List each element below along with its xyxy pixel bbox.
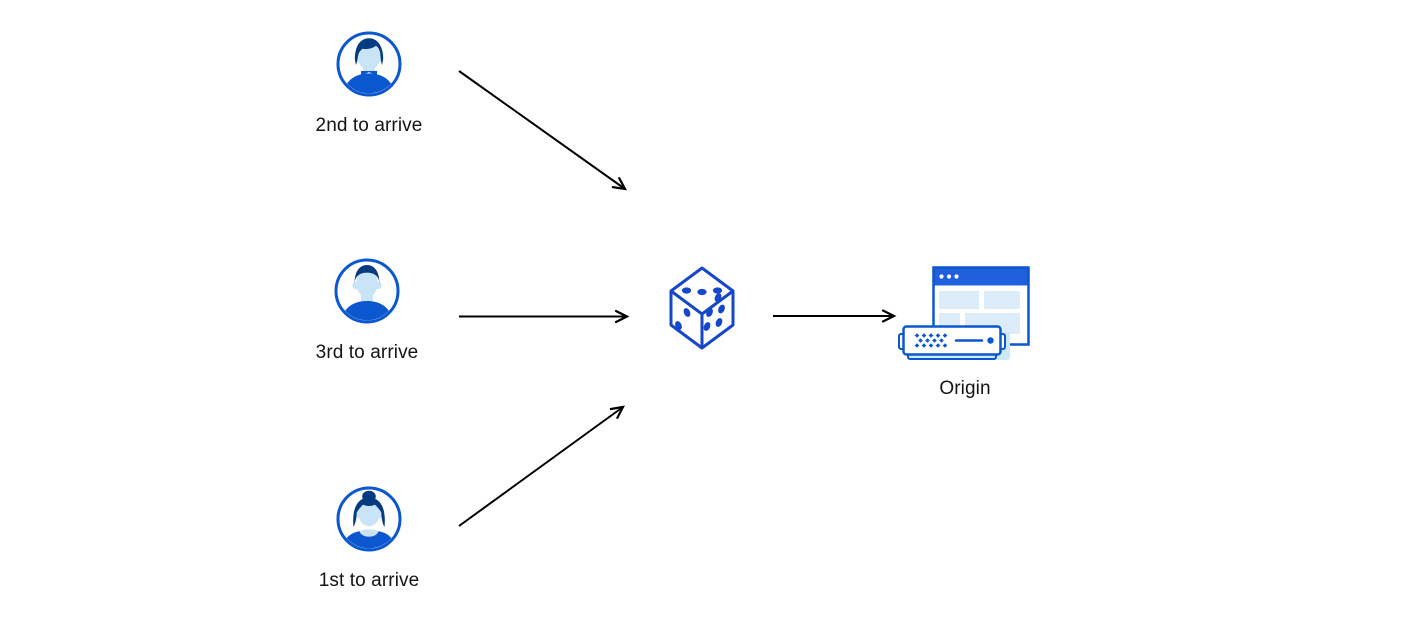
dice-icon (666, 266, 738, 355)
origin-server-browser-icon (898, 262, 1032, 364)
male-user-avatar-icon (334, 258, 400, 324)
node-user-second: 2nd to arrive (289, 31, 449, 137)
node-user-first: 1st to arrive (289, 486, 449, 592)
node-origin: Origin (885, 262, 1045, 400)
label-user-second: 2nd to arrive (315, 115, 423, 136)
male-user-avatar-icon (336, 31, 402, 97)
server-icon (898, 325, 1010, 360)
node-user-third: 3rd to arrive (287, 258, 447, 364)
female-user-avatar-icon (336, 486, 402, 552)
node-dice (666, 265, 738, 351)
arrow-first-to-dice (458, 405, 625, 527)
arrow-second-to-dice (458, 70, 628, 191)
label-origin: Origin (939, 378, 991, 399)
label-user-first: 1st to arrive (318, 570, 420, 591)
label-user-third: 3rd to arrive (315, 342, 419, 363)
